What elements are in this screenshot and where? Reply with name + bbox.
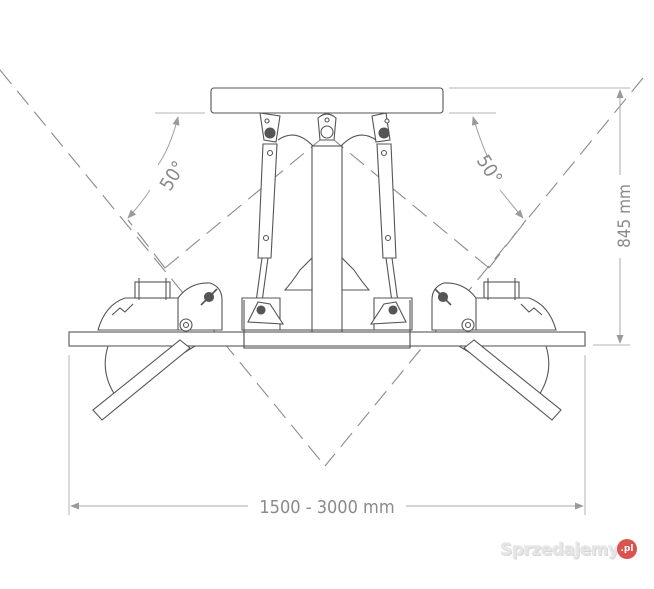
base-plate <box>68 331 586 347</box>
tilt-range-lines <box>0 69 644 467</box>
left-hydraulic-cylinder <box>255 143 278 303</box>
width-dimension: 1500 - 3000 mm <box>70 497 584 518</box>
angle-dimension-left: 50° <box>127 116 191 219</box>
extension-lines <box>68 87 630 515</box>
angle-label-left: 50° <box>156 157 191 194</box>
watermark-text: Sprzedajemy <box>500 540 619 560</box>
machine <box>68 87 586 421</box>
watermark-badge: .pl <box>617 539 637 559</box>
right-hydraulic-cylinder <box>376 143 399 303</box>
height-dimension: 845 mm <box>615 89 635 344</box>
angle-dimension-right: 50° <box>472 116 524 219</box>
angle-label-right: 50° <box>472 151 507 188</box>
left-tilting-arm <box>92 278 223 421</box>
central-column <box>311 145 343 333</box>
top-mounting-bar <box>210 87 444 114</box>
width-label: 1500 - 3000 mm <box>259 497 394 518</box>
height-label: 845 mm <box>615 184 635 248</box>
right-tilting-arm <box>431 278 562 421</box>
